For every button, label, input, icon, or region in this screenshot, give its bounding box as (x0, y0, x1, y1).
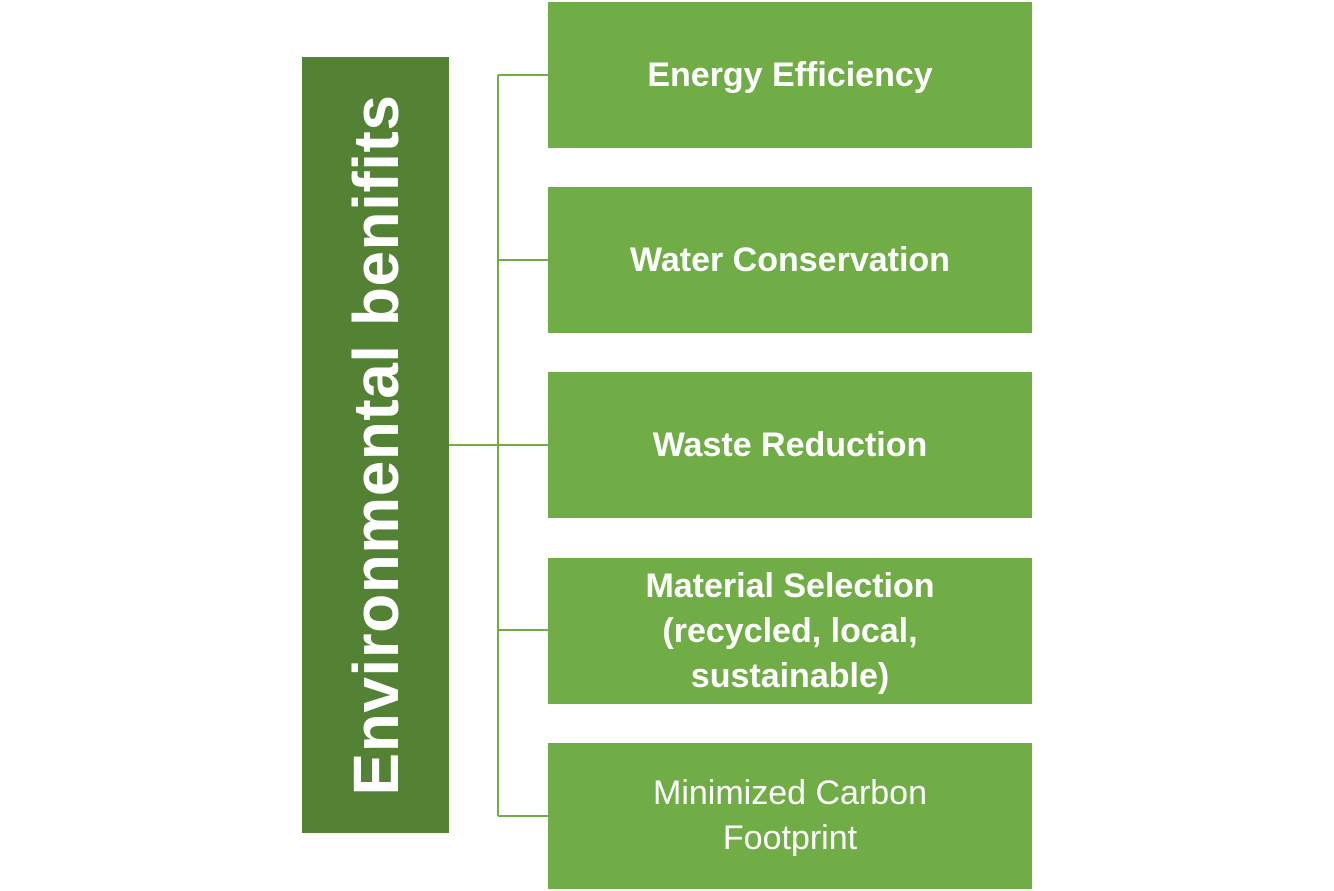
child-label-waste-reduction: Waste Reduction (652, 425, 928, 464)
root-node: Environmental benifits (302, 57, 449, 833)
child-label-minimized-carbon-footprint: Minimized Carbon Footprint (653, 774, 927, 857)
child-node-minimized-carbon-footprint: Minimized Carbon Footprint (548, 743, 1032, 889)
child-label-energy-efficiency: Energy Efficiency (647, 55, 933, 94)
child-node-energy-efficiency: Energy Efficiency (548, 2, 1032, 148)
child-node-material-selection: Material Selection (recycled, local, sus… (548, 558, 1032, 704)
child-label-material-selection: Material Selection (recycled, local, sus… (645, 566, 935, 695)
child-node-water-conservation: Water Conservation (548, 187, 1032, 333)
child-node-waste-reduction: Waste Reduction (548, 372, 1032, 518)
child-label-water-conservation: Water Conservation (630, 240, 950, 279)
root-label: Environmental benifits (339, 94, 412, 796)
